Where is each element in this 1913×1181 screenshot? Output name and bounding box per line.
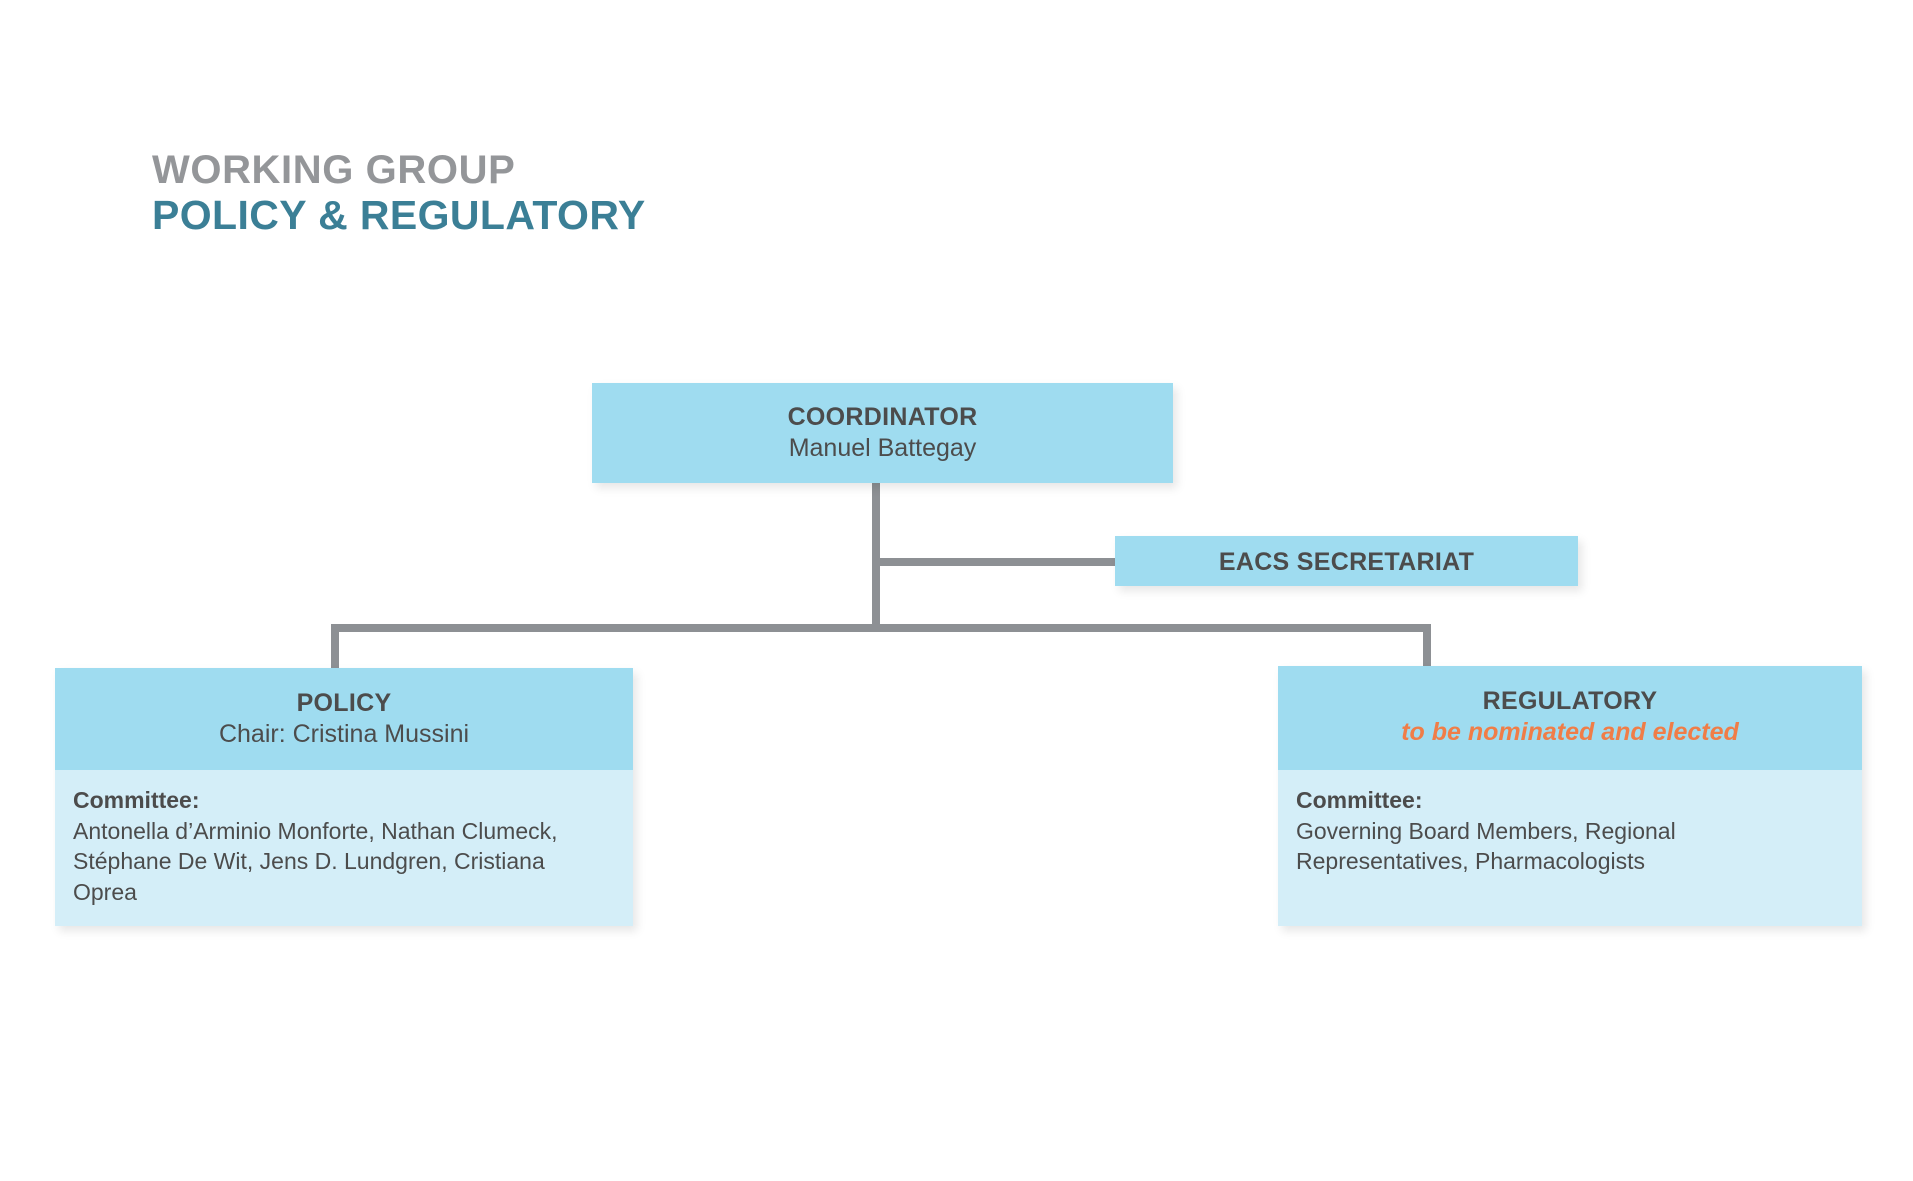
connector-branch-secretariat xyxy=(872,558,1120,566)
org-node-policy-chair: Chair: Cristina Mussini xyxy=(218,719,470,748)
org-node-coordinator[interactable]: COORDINATOR Manuel Battegay xyxy=(592,383,1173,483)
page-title-eyebrow: WORKING GROUP xyxy=(152,148,516,192)
connector-drop-regulatory xyxy=(1423,624,1431,680)
org-node-policy-title: POLICY xyxy=(296,689,392,717)
org-node-coordinator-header: COORDINATOR Manuel Battegay xyxy=(592,383,1173,483)
org-node-regulatory-header: REGULATORY to be nominated and elected xyxy=(1278,666,1862,770)
org-node-regulatory-title: REGULATORY xyxy=(1482,687,1658,715)
org-node-policy-body: Committee: Antonella d’Arminio Monforte,… xyxy=(55,770,633,926)
org-node-policy-header: POLICY Chair: Cristina Mussini xyxy=(55,668,633,770)
org-node-regulatory[interactable]: REGULATORY to be nominated and elected C… xyxy=(1278,666,1862,926)
org-node-secretariat[interactable]: EACS SECRETARIAT xyxy=(1115,536,1578,586)
connector-drop-policy xyxy=(331,624,339,680)
org-node-regulatory-body: Committee: Governing Board Members, Regi… xyxy=(1278,770,1862,926)
org-node-policy-committee-label: Committee: xyxy=(73,787,200,813)
org-node-coordinator-title: COORDINATOR xyxy=(787,403,978,431)
org-node-regulatory-committee-members: Governing Board Members, Regional Repres… xyxy=(1296,817,1676,875)
connector-trunk-vertical xyxy=(872,483,880,631)
org-node-regulatory-committee-label: Committee: xyxy=(1296,787,1423,813)
org-node-secretariat-header: EACS SECRETARIAT xyxy=(1115,536,1578,586)
connector-bus-horizontal xyxy=(331,624,1431,632)
org-node-secretariat-title: EACS SECRETARIAT xyxy=(1218,548,1475,576)
org-node-regulatory-status: to be nominated and elected xyxy=(1401,717,1739,746)
org-node-policy[interactable]: POLICY Chair: Cristina Mussini Committee… xyxy=(55,668,633,926)
page-title: POLICY & REGULATORY xyxy=(152,191,646,238)
org-node-policy-committee-members: Antonella d’Arminio Monforte, Nathan Clu… xyxy=(73,817,558,906)
page-title-block: WORKING GROUP POLICY & REGULATORY xyxy=(152,148,646,239)
org-node-coordinator-name: Manuel Battegay xyxy=(788,433,977,462)
